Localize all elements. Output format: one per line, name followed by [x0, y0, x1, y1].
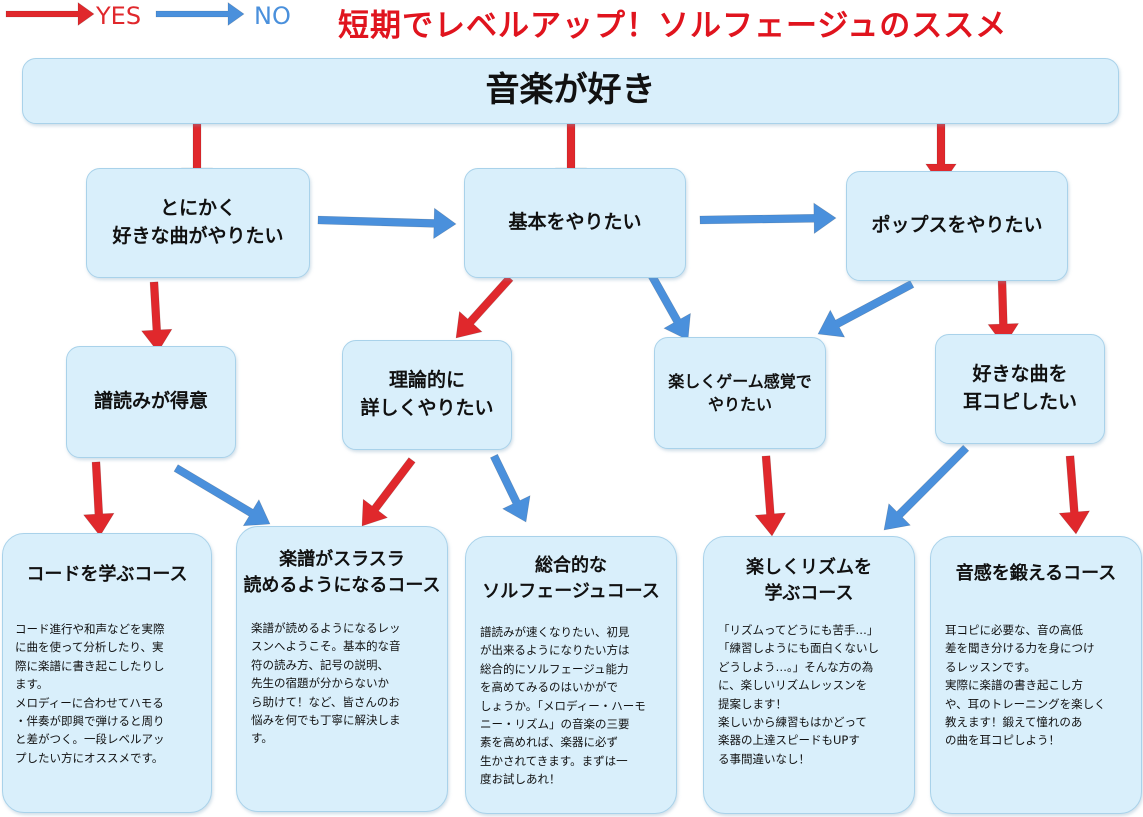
legend-no-arrow	[155, 2, 245, 26]
node-pops-label: ポップスをやりたい	[871, 214, 1043, 237]
node-game: 楽しくゲーム感覚で やりたい	[654, 337, 826, 449]
page-title: 短期でレベルアップ！ソルフェージュのススメ	[338, 8, 1008, 44]
legend-yes-label: YES	[96, 2, 142, 30]
node-theory-line2: 詳しくやりたい	[360, 397, 494, 419]
arrow-game-to-rhythm	[754, 455, 787, 537]
course-ear-title: 音感を鍛えるコース	[931, 561, 1141, 587]
arrow-basic-to-game	[648, 273, 691, 341]
arrow-anyway-to-basic	[317, 207, 457, 240]
node-root-label: 音楽が好き	[485, 70, 656, 111]
arrow-theory-to-solfege	[489, 453, 531, 523]
course-reading: 楽譜がスラスラ 読めるようになるコース 楽譜が読めるようになるレッ スンへようこ…	[236, 526, 448, 812]
course-rhythm-title-line2: 学ぶコース	[764, 583, 854, 605]
arrow-reading-to-reading-course	[173, 464, 271, 527]
course-solfege-desc: 譜読みが速くなりたい、初見 が出来るようになりたい方は 総合的にソルフェージュ能…	[480, 625, 646, 787]
course-solfege-title-line1: 総合的な	[535, 555, 607, 576]
course-chord-desc: コード進行や和声などを実際 に曲を使って分析したり、実 際に楽譜に書き起こしたり…	[15, 622, 165, 765]
course-rhythm: 楽しくリズムを 学ぶコース 「リズムってどうにも苦手…」 「練習しようにも面白く…	[703, 536, 915, 814]
course-chord-title: コードを学ぶコース	[3, 562, 211, 588]
arrow-pops-to-game	[817, 280, 915, 338]
node-earcopy: 好きな曲を 耳コピしたい	[935, 334, 1105, 444]
node-theory: 理論的に 詳しくやりたい	[342, 340, 512, 450]
course-reading-title-line2: 読めるようになるコース	[243, 575, 441, 597]
node-game-line1: 楽しくゲーム感覚で	[668, 371, 812, 391]
arrow-earcopy-to-ear	[1058, 455, 1091, 535]
course-chord-title-line1: コードを学ぶコース	[26, 564, 188, 585]
course-chord: コードを学ぶコース コード進行や和声などを実際 に曲を使って分析したり、実 際に…	[2, 533, 212, 813]
legend-no-label: NO	[254, 2, 291, 30]
node-earcopy-line1: 好きな曲を	[972, 363, 1068, 386]
arrow-theory-to-reading-course	[361, 457, 416, 527]
arrow-anyway-to-reading	[141, 281, 173, 353]
node-anyway-line1: とにかく	[159, 197, 236, 220]
course-ear-desc: 耳コピに必要な、音の高低 差を聞き分ける力を身につけ るレッスンです。 実際に楽…	[945, 623, 1106, 748]
course-ear-title-line1: 音感を鍛えるコース	[955, 563, 1117, 584]
legend-yes-arrow	[5, 2, 95, 26]
node-root: 音楽が好き	[22, 58, 1119, 124]
node-reading: 譜読みが得意	[66, 346, 236, 458]
node-anyway-line2: 好きな曲がやりたい	[112, 225, 284, 247]
arrow-earcopy-to-rhythm	[883, 444, 970, 531]
arrow-reading-to-chord	[83, 461, 115, 537]
course-reading-desc: 楽譜が読めるようになるレッ スンへようこそ。基本的な音 符の読み方、記号の説明、…	[251, 621, 401, 746]
node-game-line2: やりたい	[707, 395, 772, 414]
course-solfege-title: 総合的な ソルフェージュコース	[466, 553, 676, 605]
node-theory-line1: 理論的に	[388, 369, 465, 392]
course-rhythm-title: 楽しくリズムを 学ぶコース	[704, 555, 914, 607]
arrow-basic-to-theory	[455, 274, 514, 339]
node-basic-label: 基本をやりたい	[508, 211, 642, 234]
course-ear: 音感を鍛えるコース 耳コピに必要な、音の高低 差を聞き分ける力を身につけ るレッ…	[930, 536, 1142, 814]
node-earcopy-line2: 耳コピしたい	[962, 391, 1077, 413]
node-anyway: とにかく 好きな曲がやりたい	[86, 168, 310, 278]
course-reading-title-line1: 楽譜がスラスラ	[279, 549, 405, 570]
course-solfege-title-line2: ソルフェージュコース	[482, 581, 660, 603]
arrow-basic-to-pops	[699, 202, 837, 235]
course-solfege: 総合的な ソルフェージュコース 譜読みが速くなりたい、初見 が出来るようになりた…	[465, 536, 677, 814]
node-pops: ポップスをやりたい	[846, 171, 1068, 281]
course-rhythm-desc: 「リズムってどうにも苦手…」 「練習しようにも面白くないし どうしよう…。」そん…	[718, 623, 879, 766]
course-rhythm-title-line1: 楽しくリズムを	[746, 557, 872, 578]
node-reading-label: 譜読みが得意	[93, 390, 208, 413]
course-reading-title: 楽譜がスラスラ 読めるようになるコース	[237, 547, 447, 599]
node-basic: 基本をやりたい	[464, 168, 686, 278]
